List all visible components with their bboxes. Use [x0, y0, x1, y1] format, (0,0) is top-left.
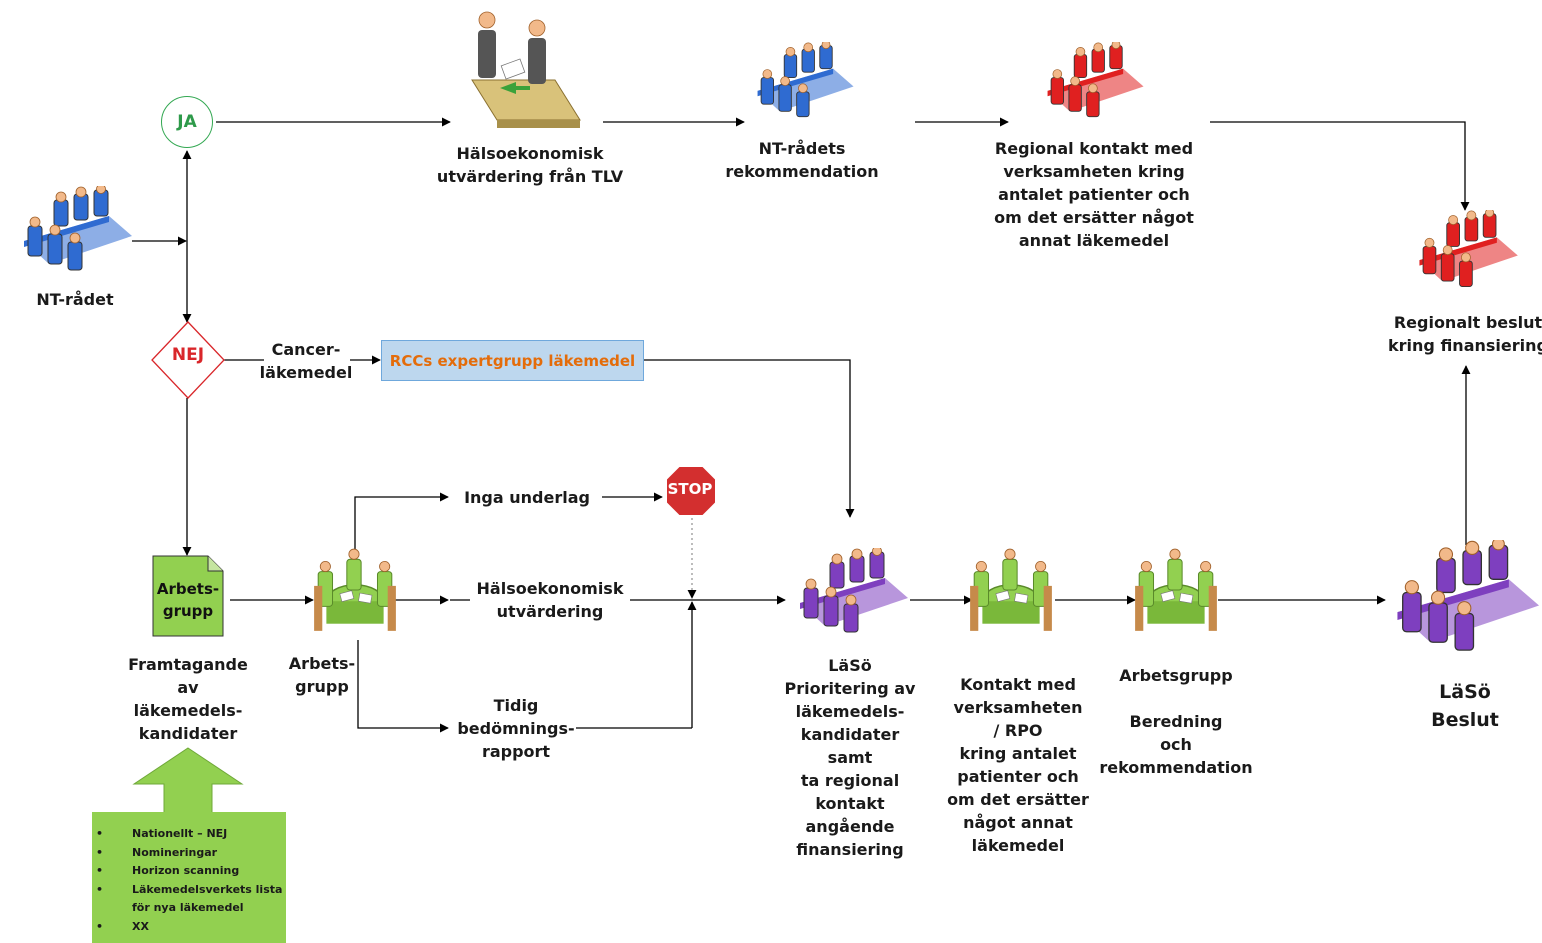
arbetsgrupp-icon-label: Arbets- grupp [288, 654, 356, 696]
arrow-regional-to-beslut [1210, 121, 1470, 211]
tlv-handshake-icon [471, 11, 581, 128]
nt-radet-meeting-icon [23, 186, 133, 271]
inga-underlag-label: Inga underlag [452, 486, 602, 509]
framtagande-label: Framtagande av läkemedels- kandidater [128, 655, 248, 743]
input-list-box: Nationellt – NEJ Nomineringar Horizon sc… [94, 813, 284, 941]
document-icon [152, 555, 224, 637]
halsoek-label: Hälsoekonomisk utvärdering [470, 577, 630, 623]
stop-sign-icon [665, 465, 717, 517]
beredning-meeting-icon [1135, 548, 1217, 632]
regional-meeting-icon [1047, 42, 1145, 118]
nej-label: NEJ [171, 345, 205, 365]
beredning-label: Arbetsgrupp Beredning och rekommendation [1099, 666, 1253, 777]
laso-prio-label: LäSö Prioritering av läkemedels- kandida… [784, 656, 916, 859]
nt-rek-label: NT-rådets rekommendation [725, 139, 879, 181]
regionalt-beslut-meeting-icon [1418, 210, 1519, 288]
input-item: Nationellt – NEJ [94, 825, 284, 844]
input-list: Nationellt – NEJ Nomineringar Horizon sc… [94, 813, 284, 936]
arrow-to-inga [354, 492, 449, 560]
arrow-to-tidig [357, 640, 449, 733]
nt-radet-label: NT-rådet [36, 290, 114, 309]
input-item: XX [94, 918, 284, 937]
ja-node: JA [161, 96, 213, 148]
laso-prio-meeting-icon [799, 548, 909, 633]
kontakt-meeting-icon [970, 548, 1052, 632]
rcc-box: RCCs expertgrupp läkemedel [381, 340, 644, 381]
regionalt-beslut-label: Regionalt beslut kring finansiering [1388, 313, 1542, 355]
halsoek-tlv-label: Hälsoekonomisk utvärdering från TLV [436, 144, 624, 186]
arbetsgrupp-doc-label: Arbets- grupp [156, 580, 220, 620]
cancer-label: Cancer- läkemedel [259, 340, 353, 382]
input-item: Läkemedelsverkets lista för nya läkemede… [94, 881, 284, 918]
tidig-label: Tidig bedömnings- rapport [456, 694, 576, 763]
stop-label: STOP [667, 480, 713, 498]
laso-beslut-meeting-icon [1396, 540, 1540, 651]
input-item: Nomineringar [94, 844, 284, 863]
nej-diamond [151, 321, 225, 399]
ja-label: JA [177, 112, 197, 132]
regional-kontakt-label: Regional kontakt med verksamheten kring … [994, 139, 1194, 250]
nt-rek-meeting-icon [757, 42, 855, 118]
arbetsgrupp-meeting-icon [314, 548, 396, 632]
laso-beslut-label: LäSö Beslut [1431, 681, 1499, 731]
input-item: Horizon scanning [94, 862, 284, 881]
arrow-rcc-to-laso [644, 359, 855, 518]
kontakt-label: Kontakt med verksamheten / RPO kring ant… [947, 675, 1089, 855]
